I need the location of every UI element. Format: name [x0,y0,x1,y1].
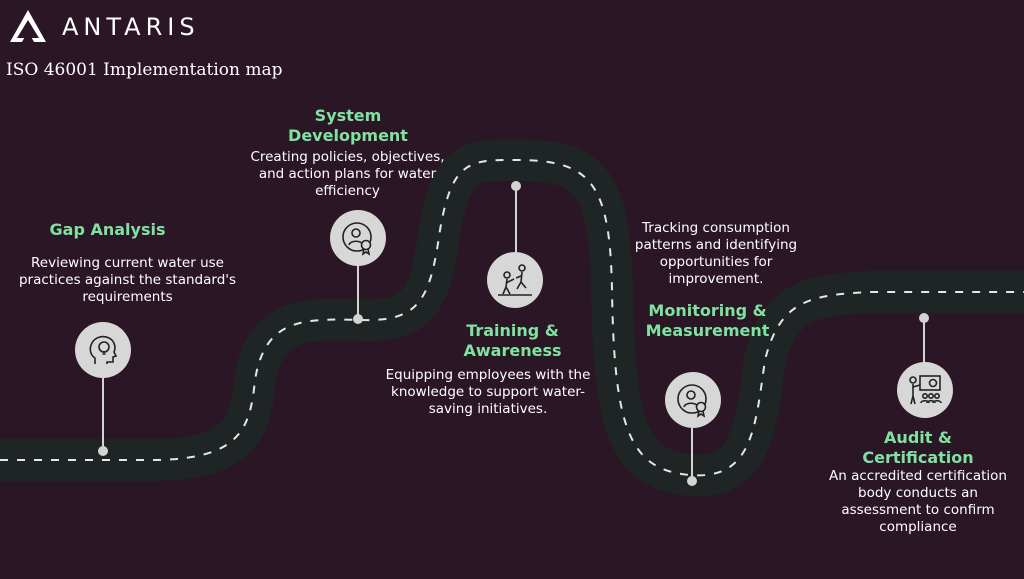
step-desc-system-development: Creating policies, objectives, and actio… [250,149,445,199]
person-award-icon [342,222,372,256]
step-icon-monitoring-measurement [665,372,721,428]
step-title-system-development: System Development [288,106,408,145]
step-stem-monitoring-measurement [691,428,693,478]
step-icon-training-awareness [487,252,543,308]
step-stem-training-awareness [515,190,517,254]
person-award-icon [677,384,707,418]
step-marker-monitoring-measurement [687,476,697,486]
step-icon-system-development [330,210,386,266]
lightbulb-head-icon [89,335,118,364]
step-desc-monitoring-measurement: Tracking consumption patterns and identi… [634,220,798,287]
step-stem-audit-certification [923,322,925,364]
step-marker-audit-certification [919,313,929,323]
climbing-help-icon [498,264,532,296]
step-marker-training-awareness [511,181,521,191]
brand-name: ANTARIS [62,13,200,41]
step-title-audit-certification: Audit & Certification [862,428,974,467]
step-title-gap-analysis: Gap Analysis [49,220,166,239]
step-desc-training-awareness: Equipping employees with the knowledge t… [385,367,591,417]
step-desc-audit-certification: An accredited certification body conduct… [829,468,1007,535]
brand: ANTARIS [8,8,200,46]
step-marker-gap-analysis [98,446,108,456]
step-desc-gap-analysis: Reviewing current water use practices ag… [18,255,237,305]
antaris-logo-icon [10,10,46,42]
presentation-icon [909,375,942,405]
page-subtitle: ISO 46001 Implementation map [6,60,283,80]
step-title-monitoring-measurement: Monitoring & Measurement [645,301,770,340]
step-title-training-awareness: Training & Awareness [463,321,562,360]
step-stem-system-development [357,266,359,316]
step-icon-gap-analysis [75,322,131,378]
step-marker-system-development [353,314,363,324]
step-stem-gap-analysis [102,378,104,450]
step-icon-audit-certification [897,362,953,418]
